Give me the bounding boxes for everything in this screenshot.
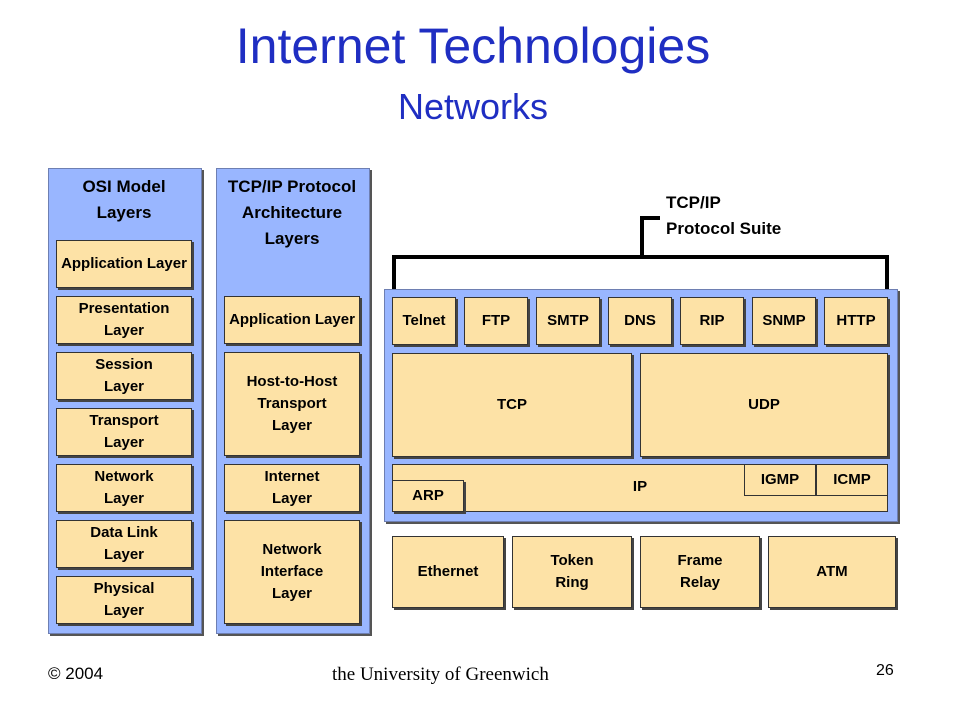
tcpip-arch-heading: TCP/IP Protocol Architecture Layers [216,174,368,252]
suite-bracket-stem [640,216,644,258]
arch-layer-host-to-host: Host-to-Host Transport Layer [224,352,360,456]
osi-layer-network: Network Layer [56,464,192,512]
suite-label: TCP/IP Protocol Suite [666,190,781,242]
osi-layer-presentation: Presentation Layer [56,296,192,344]
osi-layer-transport: Transport Layer [56,408,192,456]
tcpip-arch-heading-text: TCP/IP Protocol Architecture Layers [227,177,357,248]
protocol-udp: UDP [640,353,888,457]
protocol-igmp: IGMP [744,464,816,496]
suite-label-line2: Protocol Suite [666,219,782,238]
network-token-ring: Token Ring [512,536,632,608]
protocol-snmp: SNMP [752,297,816,345]
protocol-ftp: FTP [464,297,528,345]
protocol-icmp: ICMP [816,464,888,496]
protocol-ip-label: IP [632,478,648,495]
osi-layer-datalink: Data Link Layer [56,520,192,568]
osi-layer-application: Application Layer [56,240,192,288]
osi-layer-physical: Physical Layer [56,576,192,624]
suite-label-line1: TCP/IP [666,193,721,212]
protocol-http: HTTP [824,297,888,345]
suite-bracket-hook [640,216,660,220]
network-atm: ATM [768,536,896,608]
footer-university-text: the University of Greenwich [332,664,549,685]
suite-bracket-left [392,255,396,289]
osi-heading: OSI Model Layers [48,174,200,226]
network-ethernet: Ethernet [392,536,504,608]
arch-layer-internet: Internet Layer [224,464,360,512]
protocol-rip: RIP [680,297,744,345]
footer-copyright: © 2004 [48,664,104,683]
protocol-tcp: TCP [392,353,632,457]
arch-layer-application: Application Layer [224,296,360,344]
osi-layer-session: Session Layer [56,352,192,400]
osi-heading-text: OSI Model Layers [82,177,166,222]
protocol-smtp: SMTP [536,297,600,345]
slide-title: Internet Technologies [235,18,711,74]
protocol-arp: ARP [392,480,464,512]
network-frame-relay: Frame Relay [640,536,760,608]
slide-subtitle: Networks [397,86,549,127]
protocol-dns: DNS [608,297,672,345]
suite-bracket-right [885,255,889,289]
arch-layer-network-interface: Network Interface Layer [224,520,360,624]
protocol-telnet: Telnet [392,297,456,345]
footer-university: the University of Greenwich [332,664,549,686]
footer-page-number: 26 [876,662,894,679]
